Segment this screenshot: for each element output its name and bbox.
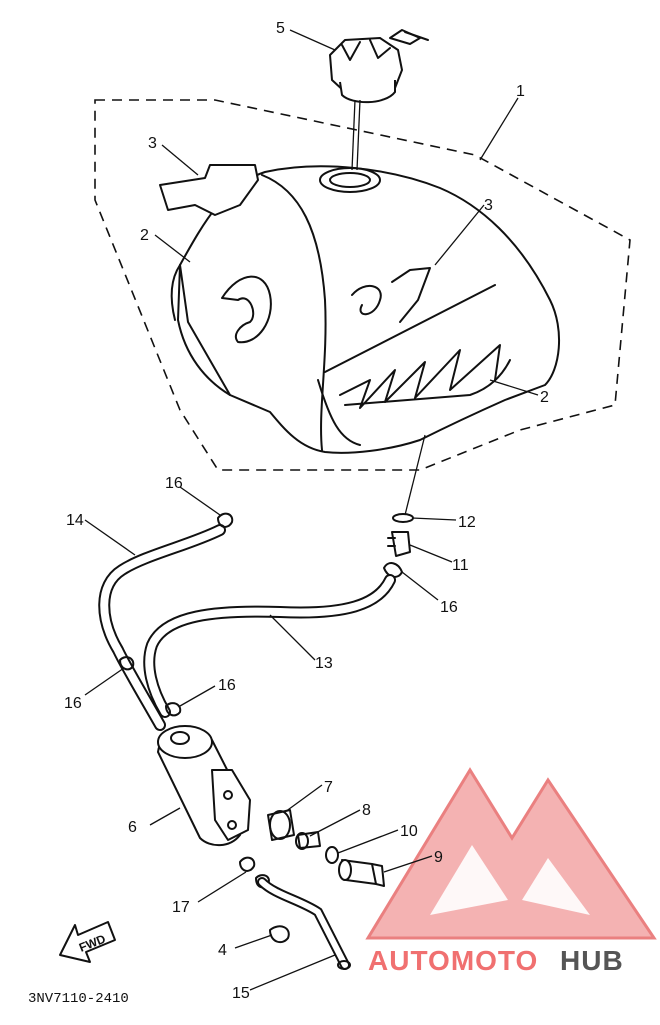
callout-9: 9 bbox=[434, 849, 443, 866]
callout-13: 13 bbox=[315, 655, 333, 672]
assembly-boundary bbox=[94, 99, 631, 471]
callout-3a: 3 bbox=[148, 135, 157, 152]
callout-12: 12 bbox=[458, 514, 476, 531]
callout-7: 7 bbox=[324, 779, 333, 796]
logo-word-automoto: AUTOMOTO bbox=[368, 945, 538, 976]
callout-17: 17 bbox=[172, 899, 190, 916]
fuel-hose bbox=[143, 574, 396, 718]
leader-lines bbox=[84, 29, 539, 991]
callout-labels: 5 1 3 3 2 2 12 11 16 16 14 13 16 16 7 8 … bbox=[64, 20, 549, 1002]
callout-2a: 2 bbox=[140, 227, 149, 244]
callout-16b: 16 bbox=[165, 475, 183, 492]
callout-5: 5 bbox=[276, 20, 285, 37]
hose-clips bbox=[119, 512, 234, 717]
lower-hardware bbox=[239, 856, 351, 970]
forward-arrow: FWD bbox=[59, 921, 116, 963]
callout-6: 6 bbox=[128, 819, 137, 836]
callout-10: 10 bbox=[400, 823, 418, 840]
callout-16d: 16 bbox=[218, 677, 236, 694]
callout-2b: 2 bbox=[540, 389, 549, 406]
callout-11: 11 bbox=[452, 557, 469, 574]
callout-16c: 16 bbox=[64, 695, 82, 712]
callout-1: 1 bbox=[516, 83, 525, 100]
callout-4: 4 bbox=[218, 942, 227, 959]
fuel-tank bbox=[159, 164, 561, 454]
watermark-logo: AUTOMOTO HUB bbox=[365, 767, 657, 976]
logo-word-hub: HUB bbox=[560, 945, 624, 976]
fuel-cap bbox=[329, 29, 429, 171]
fuel-petcock bbox=[383, 434, 426, 578]
callout-16a: 16 bbox=[440, 599, 458, 616]
mounting-hardware bbox=[267, 809, 385, 887]
callout-8: 8 bbox=[362, 802, 371, 819]
fuel-filter bbox=[157, 725, 251, 847]
callout-3b: 3 bbox=[484, 197, 493, 214]
callout-14: 14 bbox=[66, 512, 84, 529]
diagram-code: 3NV7110-2410 bbox=[28, 991, 129, 1007]
callout-15: 15 bbox=[232, 985, 250, 1002]
